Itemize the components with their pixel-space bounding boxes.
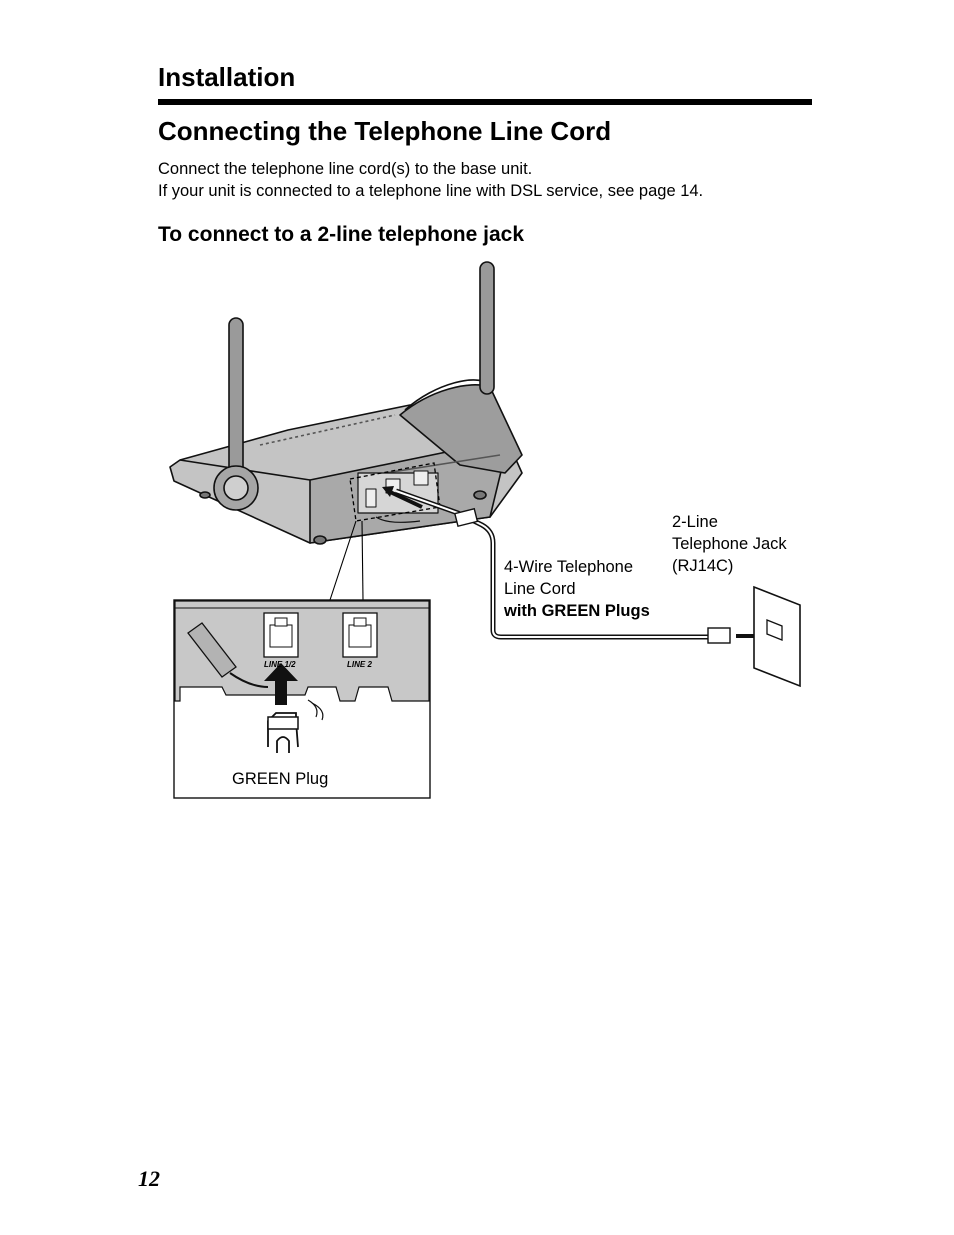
jack-label: 2-Line Telephone Jack (RJ14C) xyxy=(672,511,787,577)
jack-label-line-2: Telephone Jack xyxy=(672,535,787,553)
header-rule xyxy=(158,99,812,105)
inset-detail xyxy=(173,599,431,799)
green-plug-label: GREEN Plug xyxy=(232,770,329,788)
jack-label-line-1: 2-Line xyxy=(672,513,718,531)
port-label-line12: LINE 1/2 xyxy=(264,660,296,669)
base-unit-illustration xyxy=(169,261,523,545)
right-antenna xyxy=(479,261,495,395)
intro-line-2: If your unit is connected to a telephone… xyxy=(158,182,704,200)
cord-label-line-2: Line Cord xyxy=(504,580,576,598)
page-title: Connecting the Telephone Line Cord xyxy=(158,116,612,146)
port-label-line2: LINE 2 xyxy=(347,660,372,669)
cord-label-bold: with GREEN Plugs xyxy=(504,602,650,620)
installation-figure: 2-Line Telephone Jack (RJ14C) 4-Wire Tel… xyxy=(160,255,810,815)
intro-text: Connect the telephone line cord(s) to th… xyxy=(158,158,703,202)
sub-heading: To connect to a 2-line telephone jack xyxy=(158,223,525,246)
cord-label-line-1: 4-Wire Telephone xyxy=(504,558,634,576)
intro-line-1: Connect the telephone line cord(s) to th… xyxy=(158,160,533,178)
cord-label: 4-Wire Telephone Line Cord with GREEN Pl… xyxy=(504,556,650,622)
jack-label-line-3: (RJ14C) xyxy=(672,557,734,575)
section-title: Installation xyxy=(158,62,296,92)
wall-plug xyxy=(707,627,731,644)
installation-diagram xyxy=(169,261,801,799)
page-number: 12 xyxy=(138,1166,160,1191)
base-plug xyxy=(453,507,479,528)
